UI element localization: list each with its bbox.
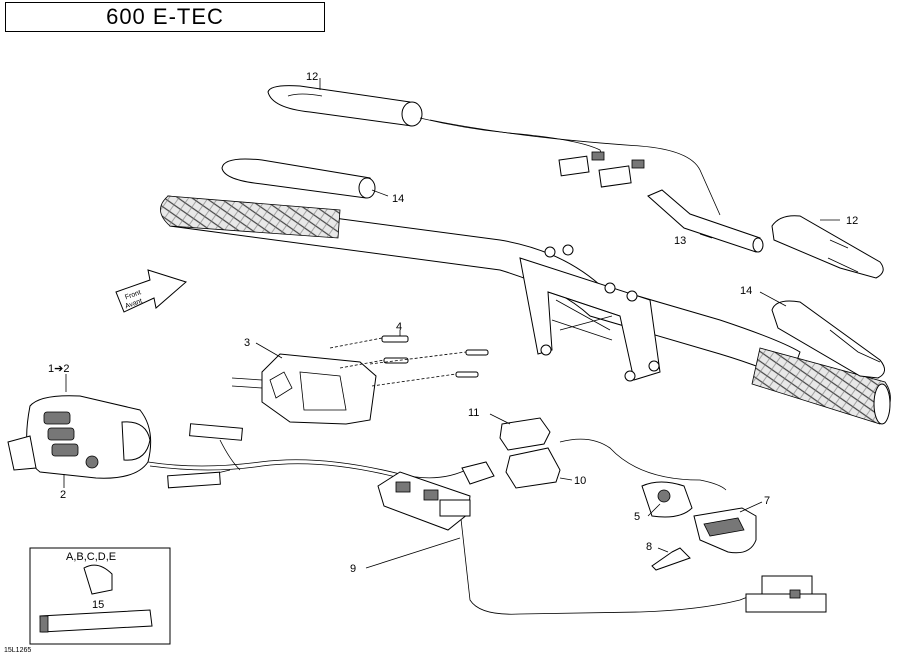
main-connector-block (377, 471, 471, 531)
callout-12-top: 12 (306, 71, 318, 83)
grip-wire-connectors (558, 151, 645, 188)
front-arrow (115, 269, 188, 313)
switch-assembly (7, 395, 152, 479)
callout-7: 7 (764, 495, 770, 507)
connector-10 (461, 447, 561, 489)
fuse-pin (651, 547, 691, 571)
callout-12-right: 12 (846, 215, 858, 227)
callout-9: 9 (350, 563, 356, 575)
callout-15: 15 (92, 599, 104, 611)
wiring-harness (147, 423, 751, 615)
connector-11 (499, 417, 551, 451)
throttle-switch (641, 481, 693, 518)
diagram-title: 600 E-TEC (5, 2, 325, 32)
callout-14-right: 14 (740, 285, 752, 297)
handlebar-riser (519, 244, 661, 382)
wire-guide (647, 189, 764, 253)
control-module (693, 507, 757, 554)
callout-3: 3 (244, 337, 250, 349)
callout-5: 5 (634, 511, 640, 523)
callout-14-top: 14 (392, 193, 404, 205)
leader-lines (63, 78, 840, 569)
drawing-code: 15L1265 (4, 647, 32, 654)
grip-sleeve-left (221, 158, 376, 199)
switch-housing (231, 353, 377, 425)
callout-4: 4 (396, 321, 402, 333)
lower-connectors (745, 575, 827, 613)
callout-2: 2 (60, 489, 66, 501)
callout-13: 13 (674, 235, 686, 247)
screws (329, 335, 489, 387)
callout-10: 10 (574, 475, 586, 487)
callout-1-to-2: 1➔2 (48, 363, 69, 375)
callout-8: 8 (646, 541, 652, 553)
kit-labels: A,B,C,D,E (66, 551, 116, 563)
grip-sleeve-right (771, 300, 885, 379)
heating-element-left (267, 85, 721, 216)
kit-box (29, 547, 171, 645)
callout-11: 11 (468, 407, 479, 419)
heating-element-right (771, 215, 884, 279)
